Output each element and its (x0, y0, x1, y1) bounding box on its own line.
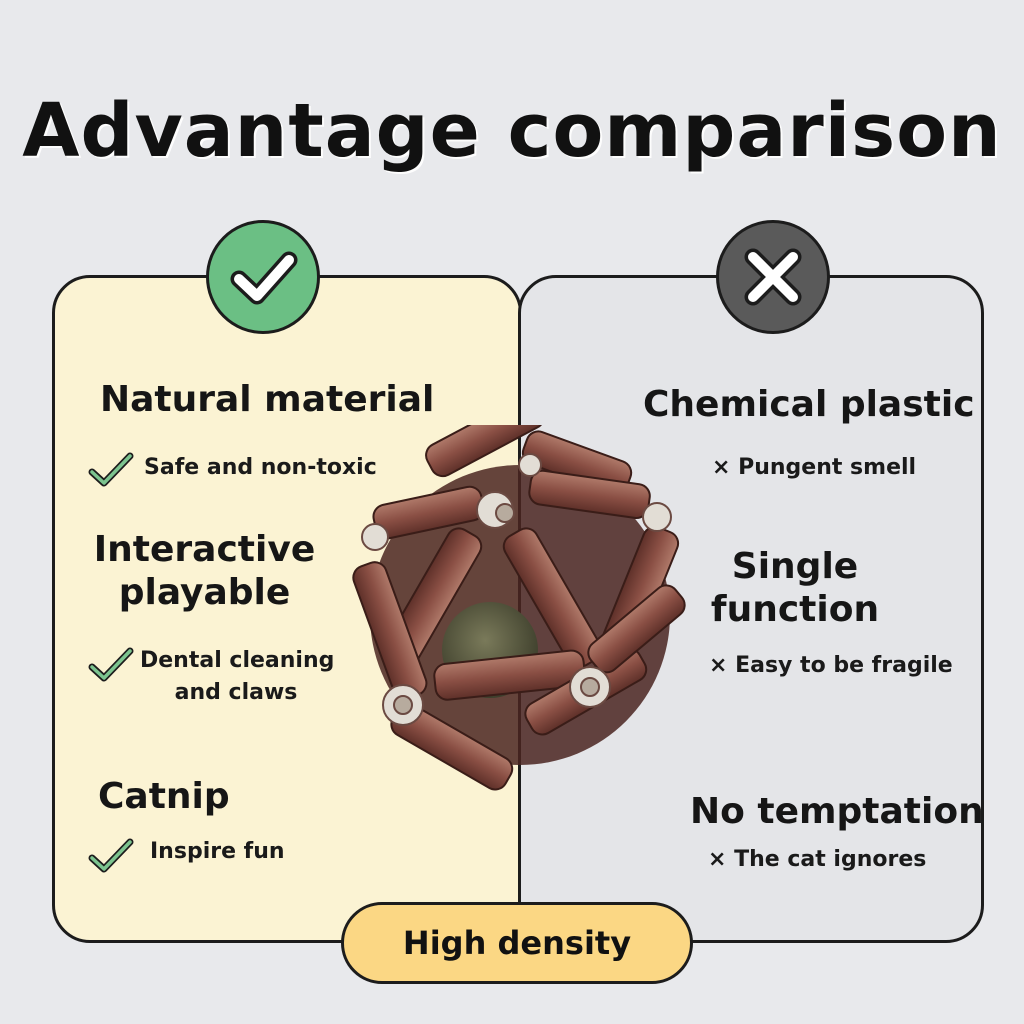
heading-line: Interactive (93, 529, 316, 570)
heading-line: playable (118, 572, 291, 614)
x-icon (744, 248, 802, 306)
x-badge (716, 220, 830, 334)
page-title: Advantage comparison (22, 88, 1002, 174)
check-icon (88, 647, 134, 682)
check-icon (230, 251, 298, 305)
wooden-ball-image (352, 425, 686, 791)
point-ignores: × The cat ignores (708, 847, 927, 872)
point-fragile: × Easy to be fragile (709, 653, 953, 678)
heading-no-temptation: No temptation (690, 791, 984, 832)
point-line: Dental cleaning (140, 648, 335, 673)
point-inspire: Inspire fun (150, 839, 285, 864)
point-dental: Dental cleaning and claws (140, 645, 335, 709)
heading-line: Single (731, 546, 859, 587)
check-icon (88, 838, 134, 873)
point-line: and claws (174, 679, 298, 705)
point-pungent: × Pungent smell (712, 455, 917, 480)
heading-catnip: Catnip (98, 776, 230, 817)
point-safe: Safe and non-toxic (144, 455, 377, 480)
heading-natural-material: Natural material (100, 379, 435, 420)
heading-single-function: Single function (700, 545, 890, 631)
heading-interactive-playable: Interactive playable (92, 528, 317, 614)
check-icon (88, 452, 134, 487)
heading-line: function (710, 589, 880, 631)
high-density-label: High density (341, 902, 693, 984)
heading-chemical-plastic: Chemical plastic (643, 384, 975, 425)
check-badge (206, 220, 320, 334)
